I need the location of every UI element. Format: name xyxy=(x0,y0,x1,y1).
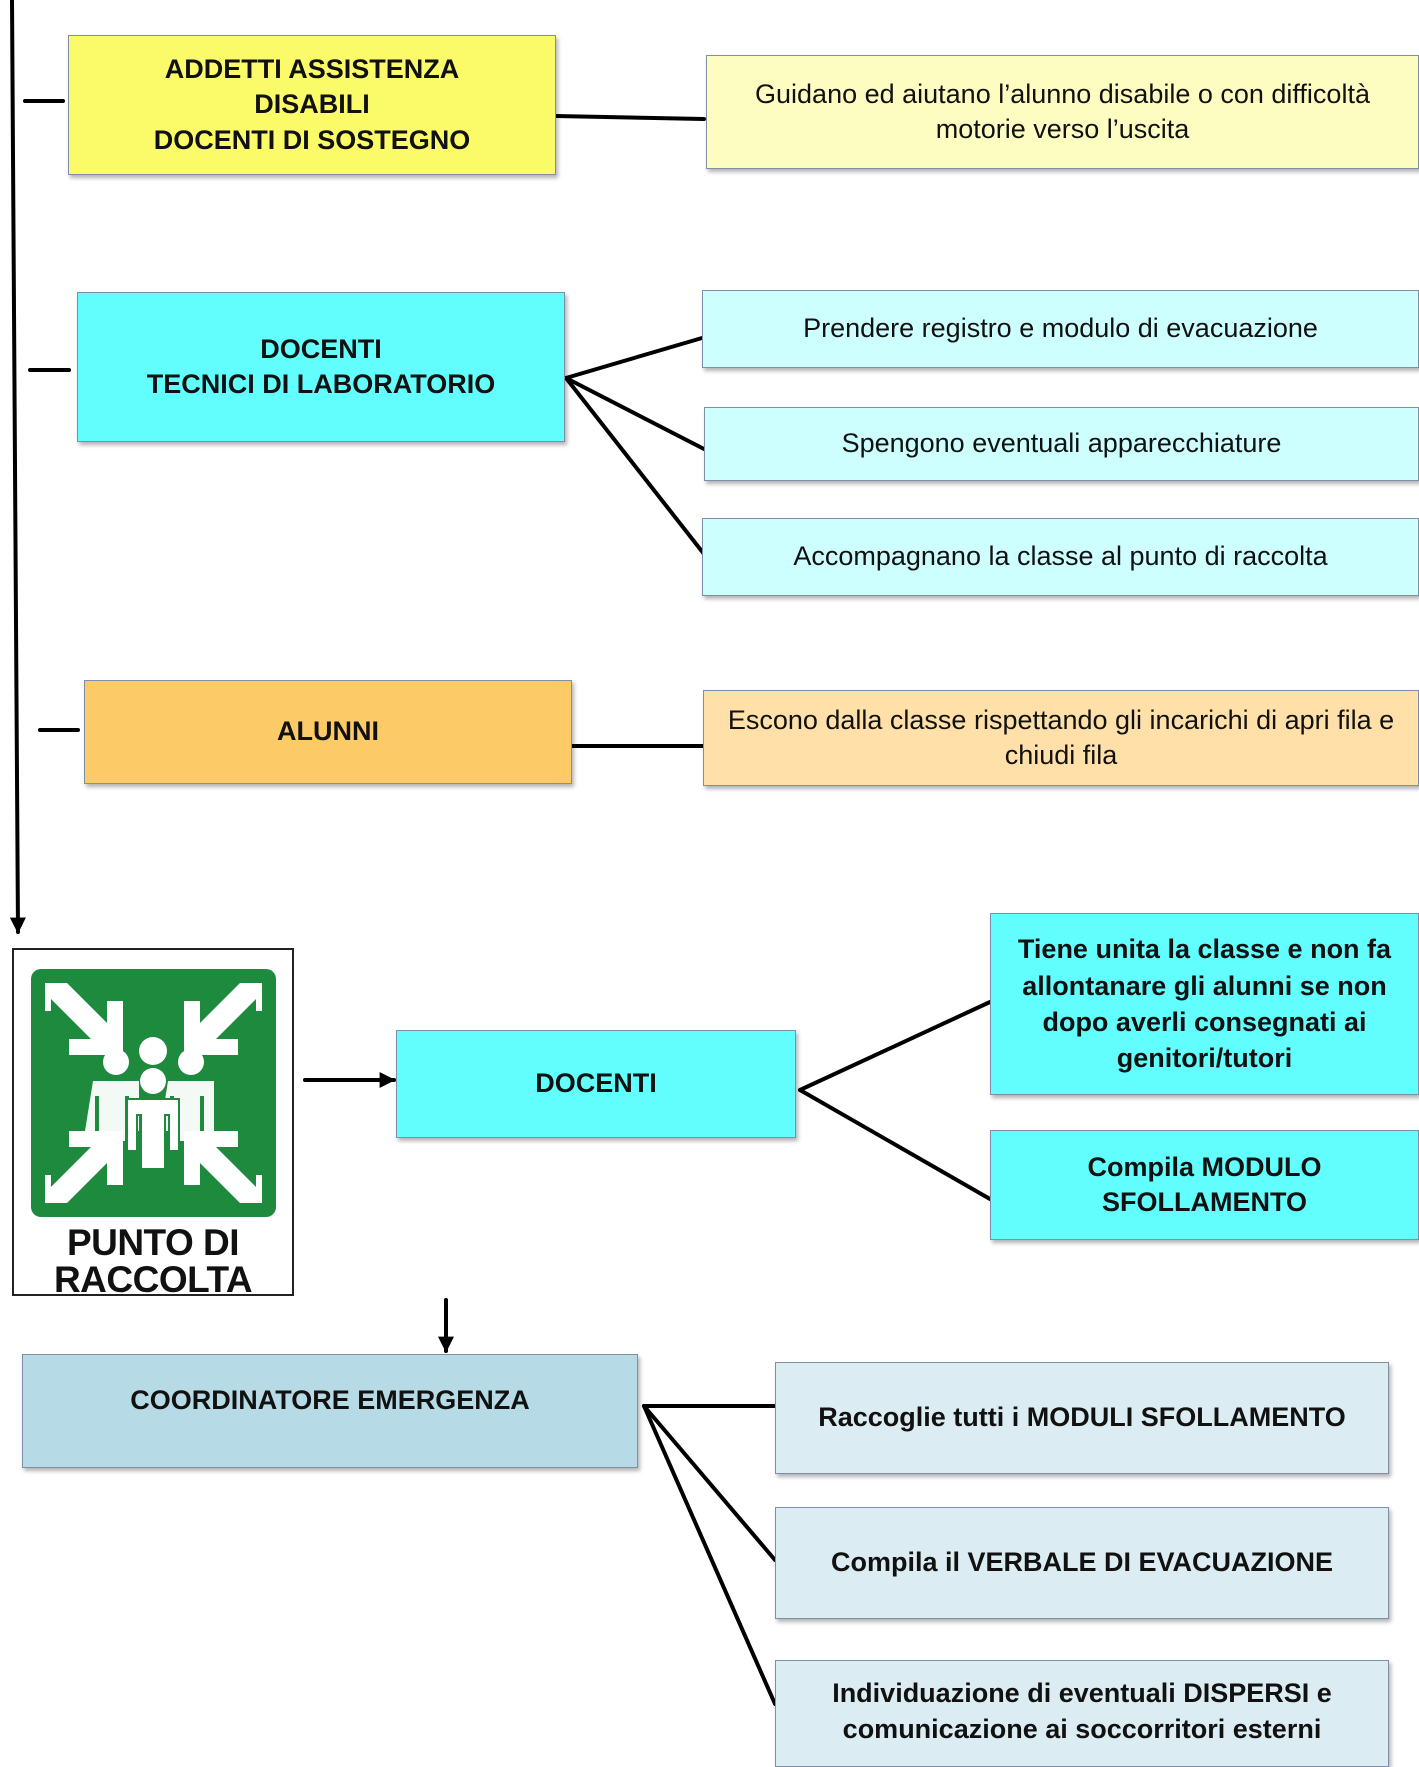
role-docenti-tecnici: DOCENTI TECNICI DI LABORATORIO xyxy=(77,292,565,442)
task-docenti-accompagnano-text: Accompagnano la classe al punto di racco… xyxy=(793,541,1328,572)
task-docenti-accompagnano: Accompagnano la classe al punto di racco… xyxy=(702,518,1419,596)
role-coordinatore: COORDINATORE EMERGENZA xyxy=(22,1354,638,1468)
role-addetti-assistenza: ADDETTI ASSISTENZA DISABILI DOCENTI DI S… xyxy=(68,35,556,175)
task-addetti-guidano: Guidano ed aiutano l’alunno disabile o c… xyxy=(706,55,1419,169)
role-alunni-label: ALUNNI xyxy=(277,716,379,747)
task-docenti-registro-text: Prendere registro e modulo di evacuazion… xyxy=(803,313,1318,344)
assembly-point-sign: PUNTO DI RACCOLTA xyxy=(12,948,294,1300)
role-coordinatore-label: COORDINATORE EMERGENZA xyxy=(130,1385,530,1416)
role-docenti-raccolta-label: DOCENTI xyxy=(535,1068,657,1099)
task-raccolta-modulo-text: Compila MODULO SFOLLAMENTO xyxy=(1087,1151,1322,1217)
task-raccolta-tiene-unita-text: Tiene unita la classe e non fa allontana… xyxy=(1017,934,1392,1074)
role-addetti-label: ADDETTI ASSISTENZA DISABILI DOCENTI DI S… xyxy=(153,54,471,155)
task-coord-verbale: Compila il VERBALE DI EVACUAZIONE xyxy=(775,1507,1389,1619)
role-alunni: ALUNNI xyxy=(84,680,572,784)
task-coord-dispersi: Individuazione di eventuali DISPERSI e c… xyxy=(775,1660,1389,1767)
task-coord-raccoglie-text: Raccoglie tutti i MODULI SFOLLAMENTO xyxy=(818,1402,1346,1433)
task-raccolta-modulo: Compila MODULO SFOLLAMENTO xyxy=(990,1130,1419,1240)
task-docenti-spengono: Spengono eventuali apparecchiature xyxy=(704,407,1419,481)
task-docenti-registro: Prendere registro e modulo di evacuazion… xyxy=(702,290,1419,368)
task-coord-dispersi-text: Individuazione di eventuali DISPERSI e c… xyxy=(832,1678,1332,1744)
role-docenti-tecnici-label: DOCENTI TECNICI DI LABORATORIO xyxy=(146,333,496,399)
task-raccolta-tiene-unita: Tiene unita la classe e non fa allontana… xyxy=(990,913,1419,1095)
task-alunni-escono: Escono dalla classe rispettando gli inca… xyxy=(703,690,1419,786)
assembly-point-label: PUNTO DI RACCOLTA xyxy=(53,1222,253,1300)
role-docenti-raccolta: DOCENTI xyxy=(396,1030,796,1138)
main-flow-arrow xyxy=(9,0,26,934)
task-docenti-spengono-text: Spengono eventuali apparecchiature xyxy=(841,428,1282,459)
task-coord-raccoglie: Raccoglie tutti i MODULI SFOLLAMENTO xyxy=(775,1362,1389,1474)
assembly-point-icon xyxy=(31,969,276,1217)
task-addetti-guidano-text: Guidano ed aiutano l’alunno disabile o c… xyxy=(755,78,1370,144)
task-alunni-escono-text: Escono dalla classe rispettando gli inca… xyxy=(727,704,1395,770)
task-coord-verbale-text: Compila il VERBALE DI EVACUAZIONE xyxy=(830,1547,1334,1578)
